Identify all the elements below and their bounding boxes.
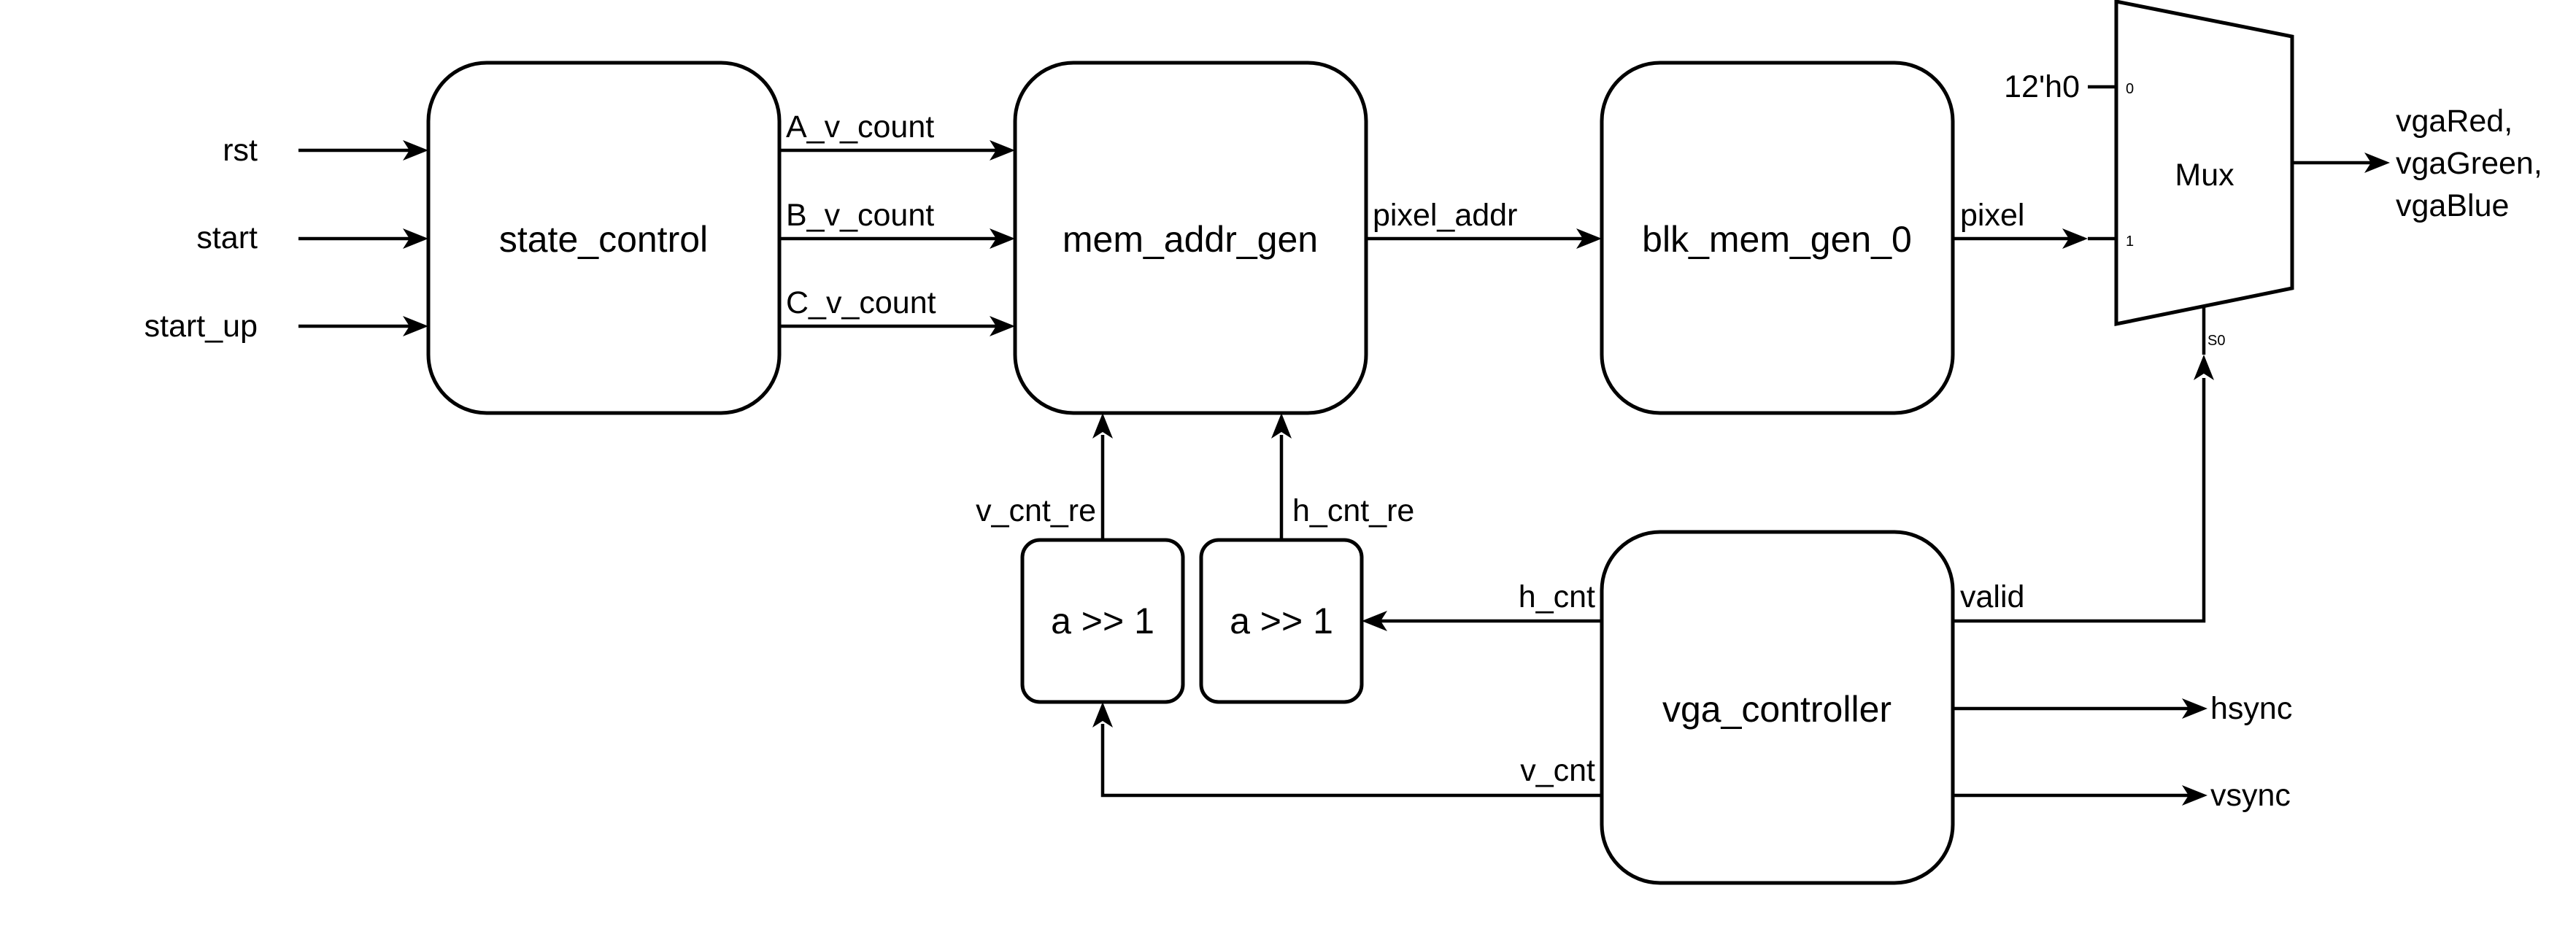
vga-green-label: vgaGreen, — [2396, 146, 2542, 181]
blk-mem-gen-label: blk_mem_gen_0 — [1642, 219, 1912, 260]
vsync-label: vsync — [2210, 778, 2291, 813]
shift-h-label: a >> 1 — [1230, 601, 1333, 641]
b-v-count-label: B_v_count — [786, 198, 934, 233]
start-wire: start — [196, 220, 428, 255]
pixel-addr-wire: pixel_addr — [1366, 198, 1602, 249]
shift-v-block: a >> 1 — [1020, 538, 1185, 704]
mux-block: Mux 0 1 S0 — [2114, 0, 2294, 349]
mux-port-1-label: 1 — [2126, 234, 2134, 250]
start-up-label: start_up — [144, 309, 258, 344]
pixel-wire: pixel — [1953, 198, 2116, 249]
start-label: start — [196, 220, 258, 255]
vsync-wire: vsync — [1953, 778, 2291, 813]
c-v-count-label: C_v_count — [786, 285, 936, 320]
v-cnt-label: v_cnt — [1520, 753, 1595, 788]
a-v-count-label: A_v_count — [786, 109, 934, 144]
a-v-count-wire: A_v_count — [779, 109, 1015, 161]
valid-wire: valid — [1953, 306, 2214, 623]
vga-blue-label: vgaBlue — [2396, 188, 2509, 223]
v-cnt-re-wire: v_cnt_re — [976, 413, 1113, 540]
h-cnt-re-wire: h_cnt_re — [1271, 413, 1414, 540]
state-control-block: state_control — [426, 61, 782, 415]
hsync-wire: hsync — [1953, 691, 2292, 726]
v-cnt-re-label: v_cnt_re — [976, 493, 1096, 528]
mux-label: Mux — [2175, 158, 2234, 193]
hsync-label: hsync — [2210, 691, 2292, 726]
const-12h0-label: 12'h0 — [2004, 69, 2080, 104]
c-v-count-wire: C_v_count — [779, 285, 1015, 336]
mem-addr-gen-block: mem_addr_gen — [1013, 61, 1368, 415]
h-cnt-re-label: h_cnt_re — [1292, 493, 1414, 528]
b-v-count-wire: B_v_count — [779, 198, 1015, 249]
start-up-wire: start_up — [144, 309, 428, 344]
vga-rgb-wire: vgaRed, vgaGreen, vgaBlue — [2292, 104, 2542, 223]
mux-port-0-label: 0 — [2126, 81, 2134, 97]
mem-addr-gen-label: mem_addr_gen — [1063, 219, 1318, 260]
vga-controller-label: vga_controller — [1662, 689, 1891, 730]
mux-sel-label: S0 — [2207, 333, 2225, 349]
shift-v-label: a >> 1 — [1051, 601, 1154, 641]
shift-h-block: a >> 1 — [1199, 538, 1364, 704]
const-12h0-wire: 12'h0 — [2004, 69, 2116, 104]
pixel-label: pixel — [1960, 198, 2024, 233]
state-control-label: state_control — [499, 219, 708, 260]
h-cnt-wire: h_cnt — [1362, 579, 1602, 631]
valid-label: valid — [1960, 579, 2024, 614]
vga-red-label: vgaRed, — [2396, 104, 2513, 139]
rst-label: rst — [223, 133, 258, 168]
h-cnt-label: h_cnt — [1519, 579, 1595, 614]
blk-mem-gen-block: blk_mem_gen_0 — [1600, 61, 1955, 415]
rst-wire: rst — [223, 133, 428, 168]
v-cnt-wire: v_cnt — [1092, 702, 1602, 798]
pixel-addr-label: pixel_addr — [1373, 198, 1517, 233]
vga-controller-block: vga_controller — [1600, 530, 1955, 885]
